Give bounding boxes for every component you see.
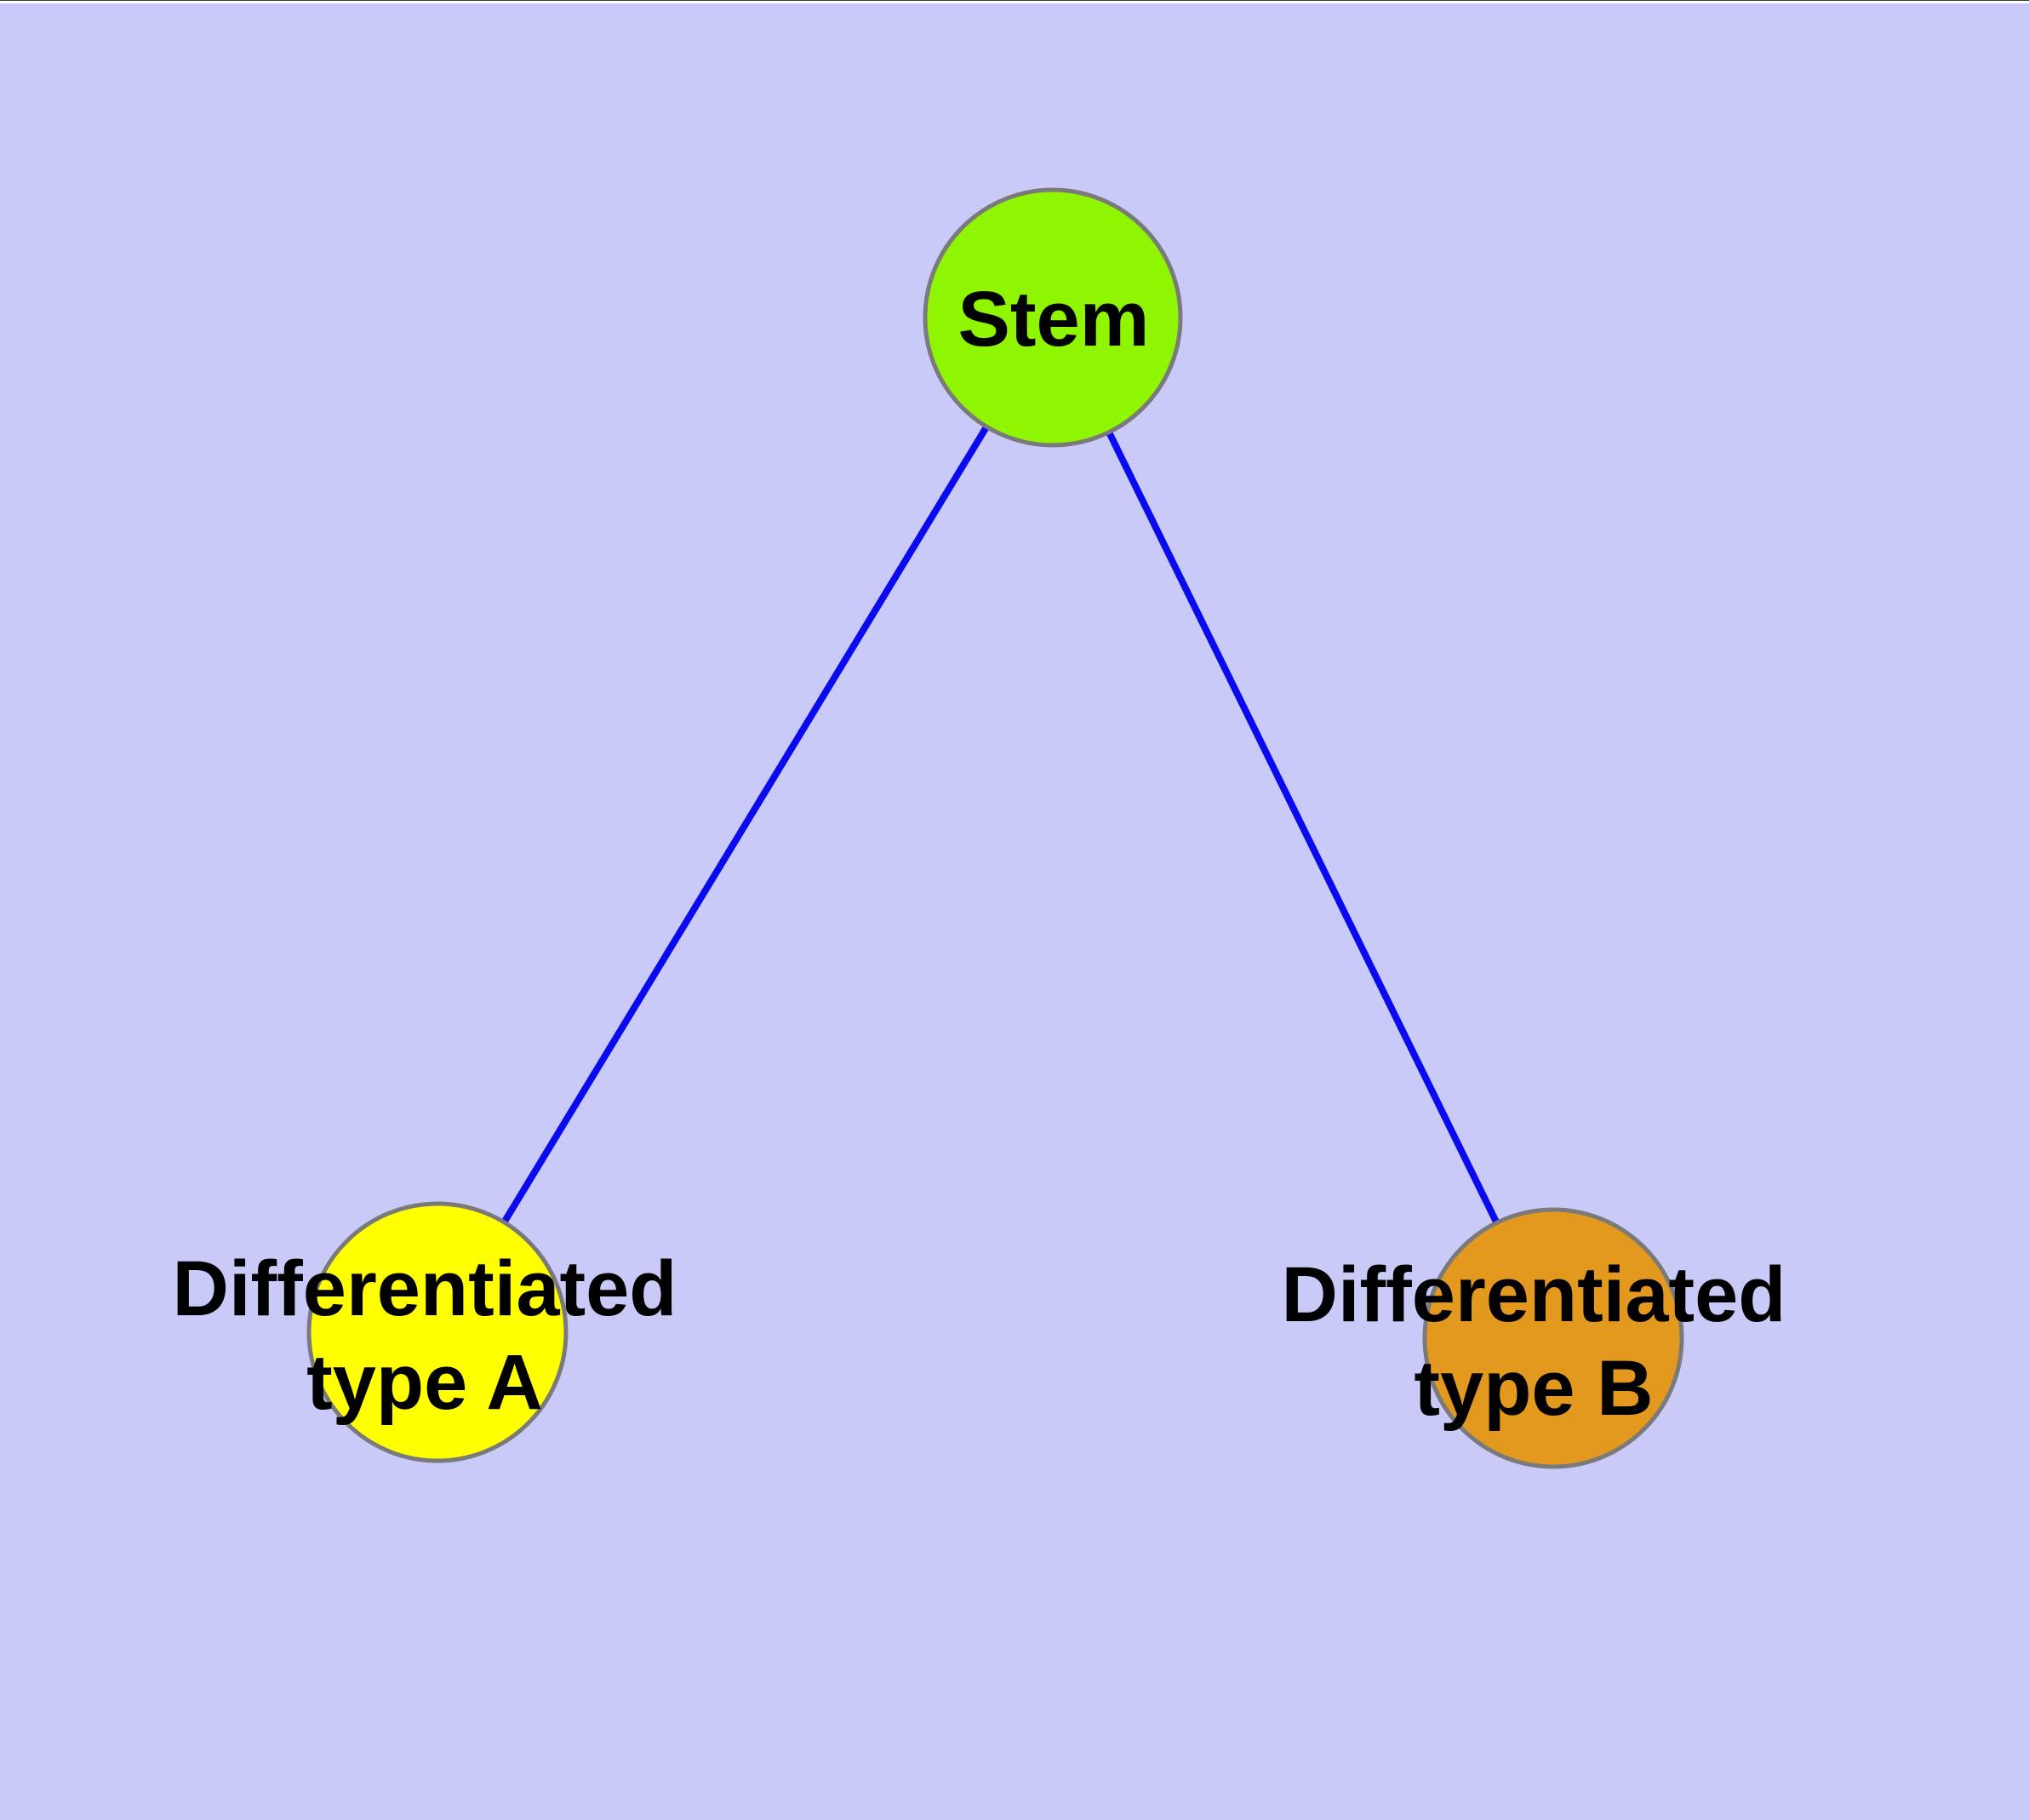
- window-top-edge: [0, 0, 2029, 3]
- edge-stem-to-type-a: [434, 315, 1056, 1335]
- node-stem-circle[interactable]: [923, 187, 1183, 448]
- edge-stem-to-type-b: [1049, 316, 1557, 1340]
- node-type-a-label: Differentiated type A: [172, 1245, 677, 1426]
- node-type-a-circle[interactable]: [306, 1201, 569, 1463]
- node-stem-label: Stem: [957, 276, 1150, 363]
- node-type-b-label: Differentiated type B: [1281, 1251, 1786, 1432]
- node-type-b-circle[interactable]: [1422, 1207, 1684, 1469]
